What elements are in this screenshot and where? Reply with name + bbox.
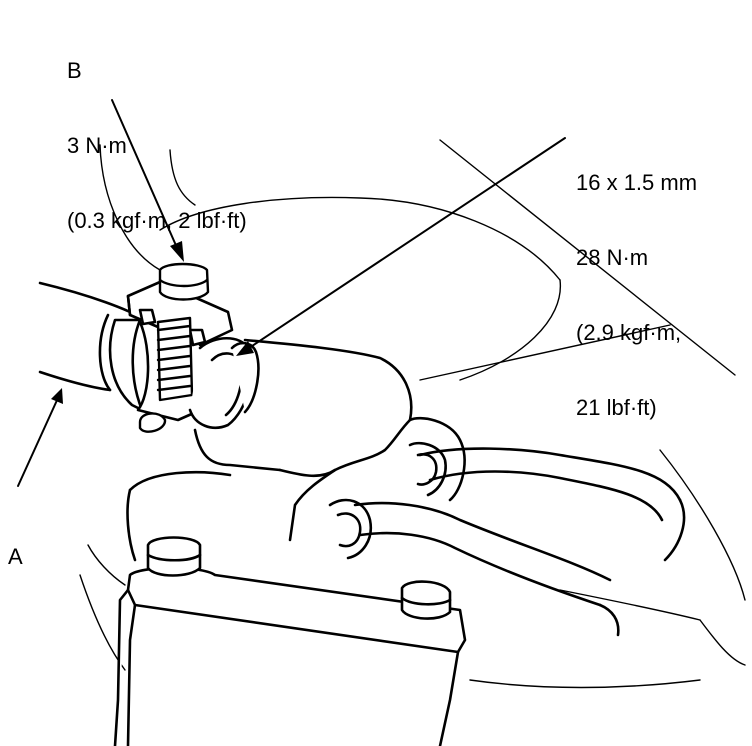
callout-b: B 3 N·m (0.3 kgf·m, 2 lbf·ft): [67, 8, 247, 283]
callout-a: A: [8, 494, 32, 619]
leader-line-b: [111, 99, 179, 251]
leader-line-bolt: [245, 137, 566, 351]
mounting-base: [113, 566, 467, 746]
arrowhead-bolt: [236, 341, 254, 356]
callout-bolt-torque-alt-2: 21 lbf·ft): [576, 395, 657, 420]
callout-bolt: 16 x 1.5 mm 28 N·m (2.9 kgf·m, 21 lbf·ft…: [576, 120, 697, 470]
arrowhead-b: [170, 241, 184, 262]
fitting-body: [126, 338, 466, 562]
callout-b-letter: B: [67, 58, 82, 83]
callout-b-torque-alt: (0.3 kgf·m, 2 lbf·ft): [67, 208, 247, 233]
callout-a-letter: A: [8, 544, 23, 569]
base-bolt-left: [146, 536, 202, 577]
callout-bolt-torque: 28 N·m: [576, 245, 649, 270]
clamp-bolt-b: [138, 262, 210, 433]
base-bolt-right: [400, 580, 452, 620]
hose-fitting: [188, 336, 260, 430]
callout-b-torque: 3 N·m: [67, 133, 127, 158]
leader-lines: [17, 99, 566, 487]
callout-bolt-torque-alt-1: (2.9 kgf·m,: [576, 320, 682, 345]
callout-bolt-size: 16 x 1.5 mm: [576, 170, 698, 195]
arrowhead-a: [51, 388, 63, 404]
pipe-lines: [328, 441, 686, 637]
background-body-outline: [79, 139, 746, 689]
leader-line-a: [17, 397, 59, 487]
